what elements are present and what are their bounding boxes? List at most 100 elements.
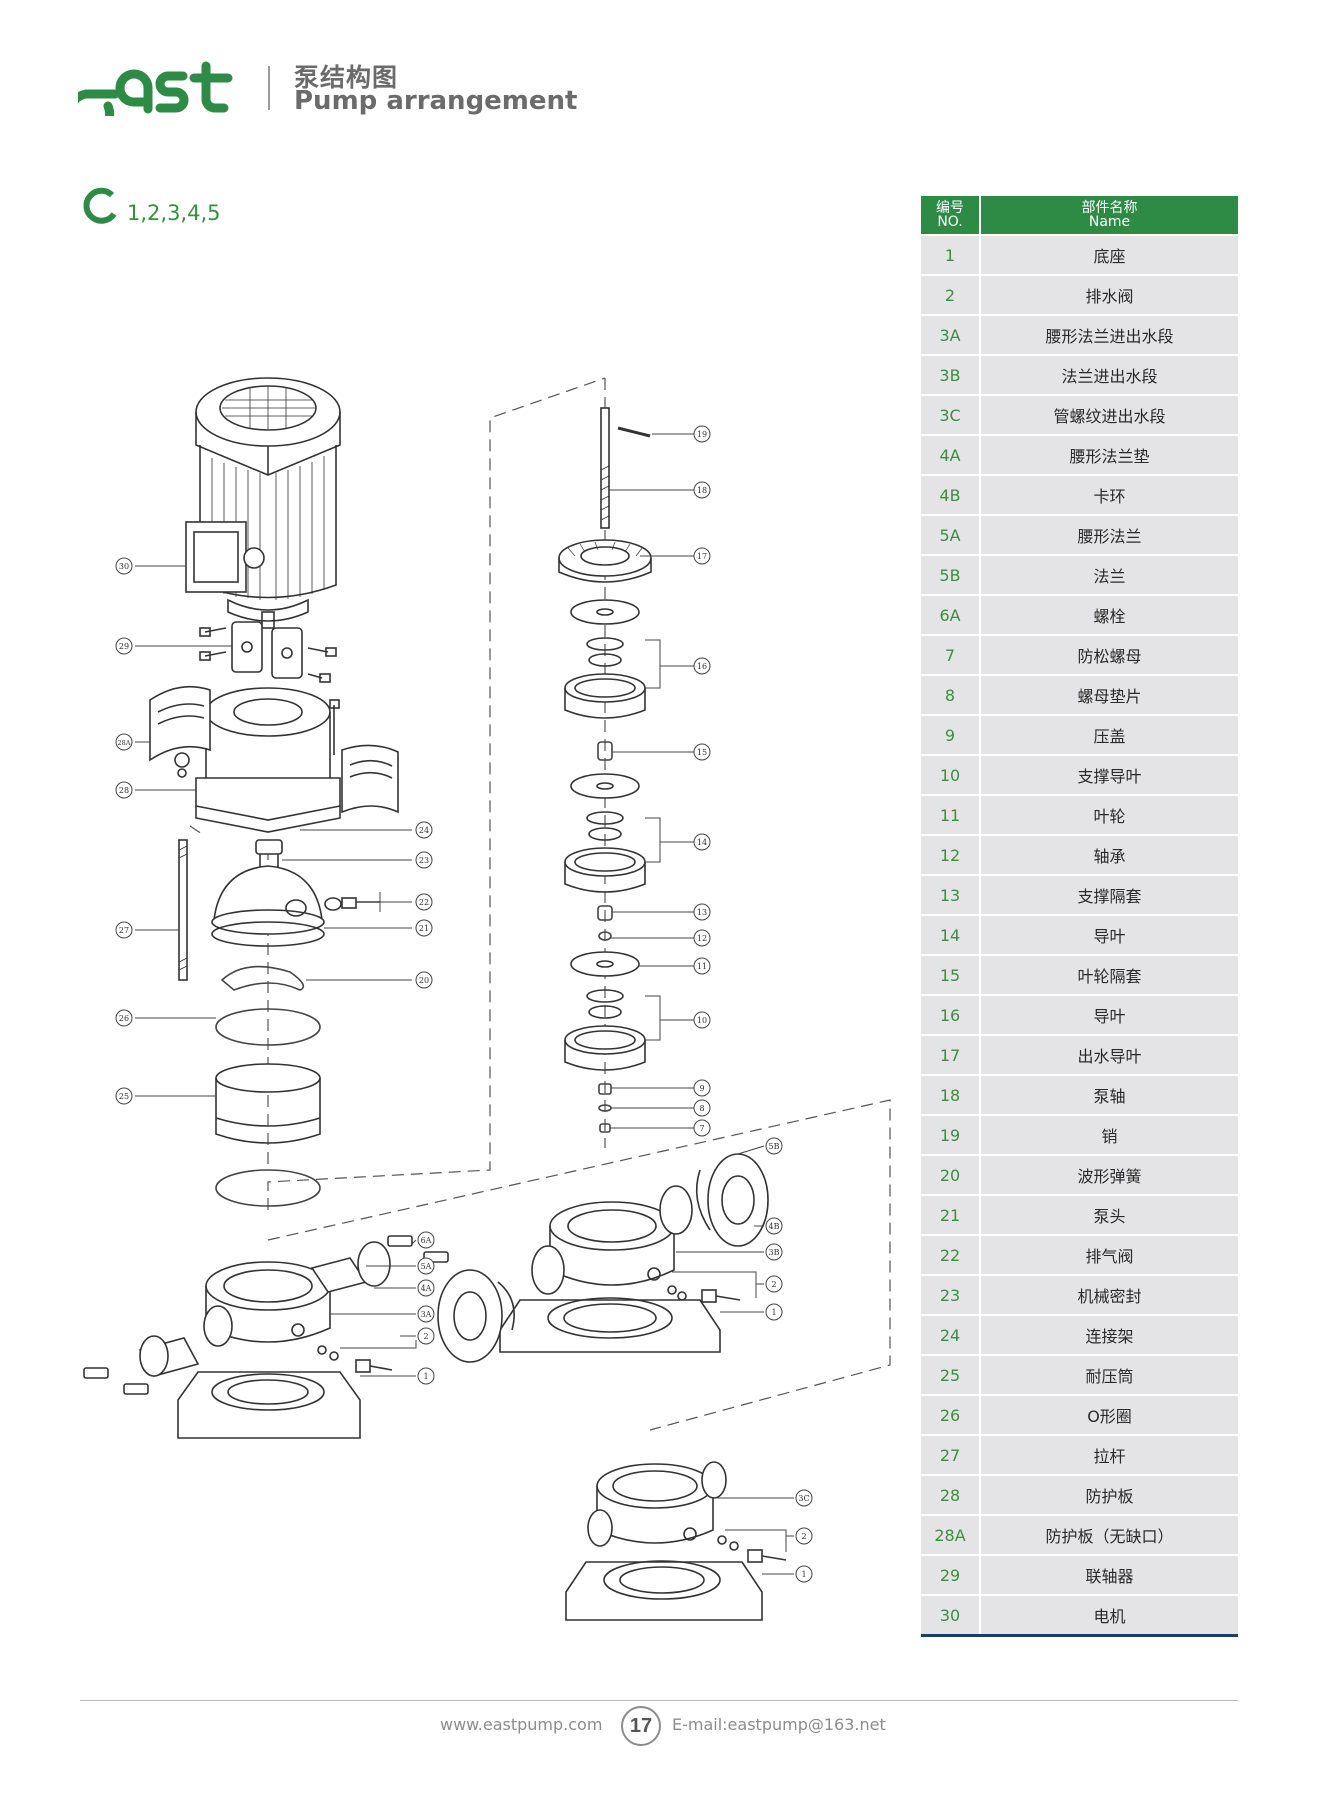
callout-bubble: 23 — [415, 851, 433, 869]
callout-label: 28 — [119, 786, 129, 795]
page-number: 17 — [621, 1706, 661, 1746]
callout-circle — [417, 1305, 435, 1323]
part-number: 24 — [921, 1314, 981, 1355]
part-name: 支撑导叶 — [980, 754, 1238, 795]
part-name: 导叶 — [980, 994, 1238, 1035]
header-name-en: Name — [1088, 214, 1131, 230]
part-name: 腰形法兰进出水段 — [980, 314, 1238, 355]
footer-website[interactable]: www.eastpump.com — [440, 1715, 603, 1734]
pump-head-part — [211, 865, 380, 947]
callout-bubble: 1 — [795, 1565, 813, 1583]
callout-label: 5A — [421, 1262, 432, 1271]
part-name: 腰形法兰垫 — [980, 434, 1238, 475]
part-number: 26 — [921, 1394, 981, 1435]
callout-bubble: 6A — [417, 1231, 435, 1249]
callout-bubble: 7 — [693, 1119, 711, 1137]
callout-label: 3B — [769, 1248, 780, 1257]
callout-circle — [415, 851, 433, 869]
callout-bubble: 20 — [415, 971, 433, 989]
part-name: 防松螺母 — [980, 634, 1238, 675]
callout-circle — [417, 1257, 435, 1275]
callout-circle — [693, 1119, 711, 1137]
part-number: 17 — [921, 1034, 981, 1075]
stage-part — [564, 951, 646, 1071]
part-number: 1 — [921, 234, 981, 275]
callout-label: 1 — [771, 1308, 776, 1317]
part-name: 耐压筒 — [980, 1354, 1238, 1395]
callout-label: 30 — [119, 562, 129, 571]
callout-label: 2 — [423, 1332, 428, 1341]
callout-label: 11 — [697, 962, 707, 971]
part-number: 21 — [921, 1194, 981, 1235]
part-number: 5B — [921, 554, 981, 595]
part-name: 管螺纹进出水段 — [980, 394, 1238, 435]
callout-label: 24 — [419, 826, 429, 835]
part-name: 机械密封 — [980, 1274, 1238, 1315]
callout-bubble: 30 — [115, 557, 133, 575]
part-name: 螺栓 — [980, 594, 1238, 635]
callout-circle — [415, 893, 433, 911]
callout-label: 27 — [119, 926, 129, 935]
callout-circle — [795, 1489, 813, 1507]
callout-bubble: 4B — [765, 1217, 783, 1235]
callout-bubble: 3B — [765, 1243, 783, 1261]
callout-label: 23 — [419, 856, 429, 865]
callout-label: 7 — [699, 1124, 704, 1133]
callout-label: 29 — [119, 642, 129, 651]
stage-part — [564, 773, 646, 893]
page-title-en: Pump arrangement — [294, 86, 578, 116]
callout-circle — [115, 637, 133, 655]
callout-bubble: 25 — [115, 1087, 133, 1105]
footer-divider — [80, 1700, 1238, 1701]
callout-circle — [693, 743, 711, 761]
callout-bubble: 4A — [417, 1279, 435, 1297]
footer-email[interactable]: E-mail:eastpump@163.net — [672, 1715, 886, 1734]
callout-circle — [795, 1565, 813, 1583]
part-name: 叶轮隔套 — [980, 954, 1238, 995]
part-name: 泵头 — [980, 1194, 1238, 1235]
callout-bubble: 13 — [693, 903, 711, 921]
pump-exploded-diagram: 19181716151413121110987302928A2824232221… — [83, 377, 891, 1621]
inlet-outlet-3a-part — [83, 1235, 515, 1439]
callout-circle — [417, 1231, 435, 1249]
header-no-cn: 编号 — [936, 200, 964, 216]
callout-label: 4B — [769, 1222, 780, 1231]
callout-bubble: 8 — [693, 1099, 711, 1117]
header-divider — [268, 66, 270, 110]
callout-label: 19 — [697, 430, 707, 439]
part-name: 导叶 — [980, 914, 1238, 955]
part-number: 15 — [921, 954, 981, 995]
callout-bubble: 10 — [693, 1011, 711, 1029]
shaft-part — [600, 407, 651, 529]
callout-bubble: 5A — [417, 1257, 435, 1275]
callout-bubble: 18 — [693, 481, 711, 499]
callout-circle — [115, 557, 133, 575]
part-name: 拉杆 — [980, 1434, 1238, 1475]
coupling-part — [199, 621, 337, 683]
callout-bubble: 28A — [115, 733, 133, 751]
callout-circle — [693, 957, 711, 975]
series-circle-icon — [83, 187, 117, 224]
callout-circle — [795, 1527, 813, 1545]
part-number: 3A — [921, 314, 981, 355]
series-label: 1,2,3,4,5 — [127, 201, 221, 225]
parts-table-header: 编号 NO. 部件名称 Name — [921, 196, 1238, 235]
part-name: 出水导叶 — [980, 1034, 1238, 1075]
callout-circle — [693, 1079, 711, 1097]
part-name: 支撑隔套 — [980, 874, 1238, 915]
inlet-outlet-3b-part — [499, 1153, 769, 1353]
